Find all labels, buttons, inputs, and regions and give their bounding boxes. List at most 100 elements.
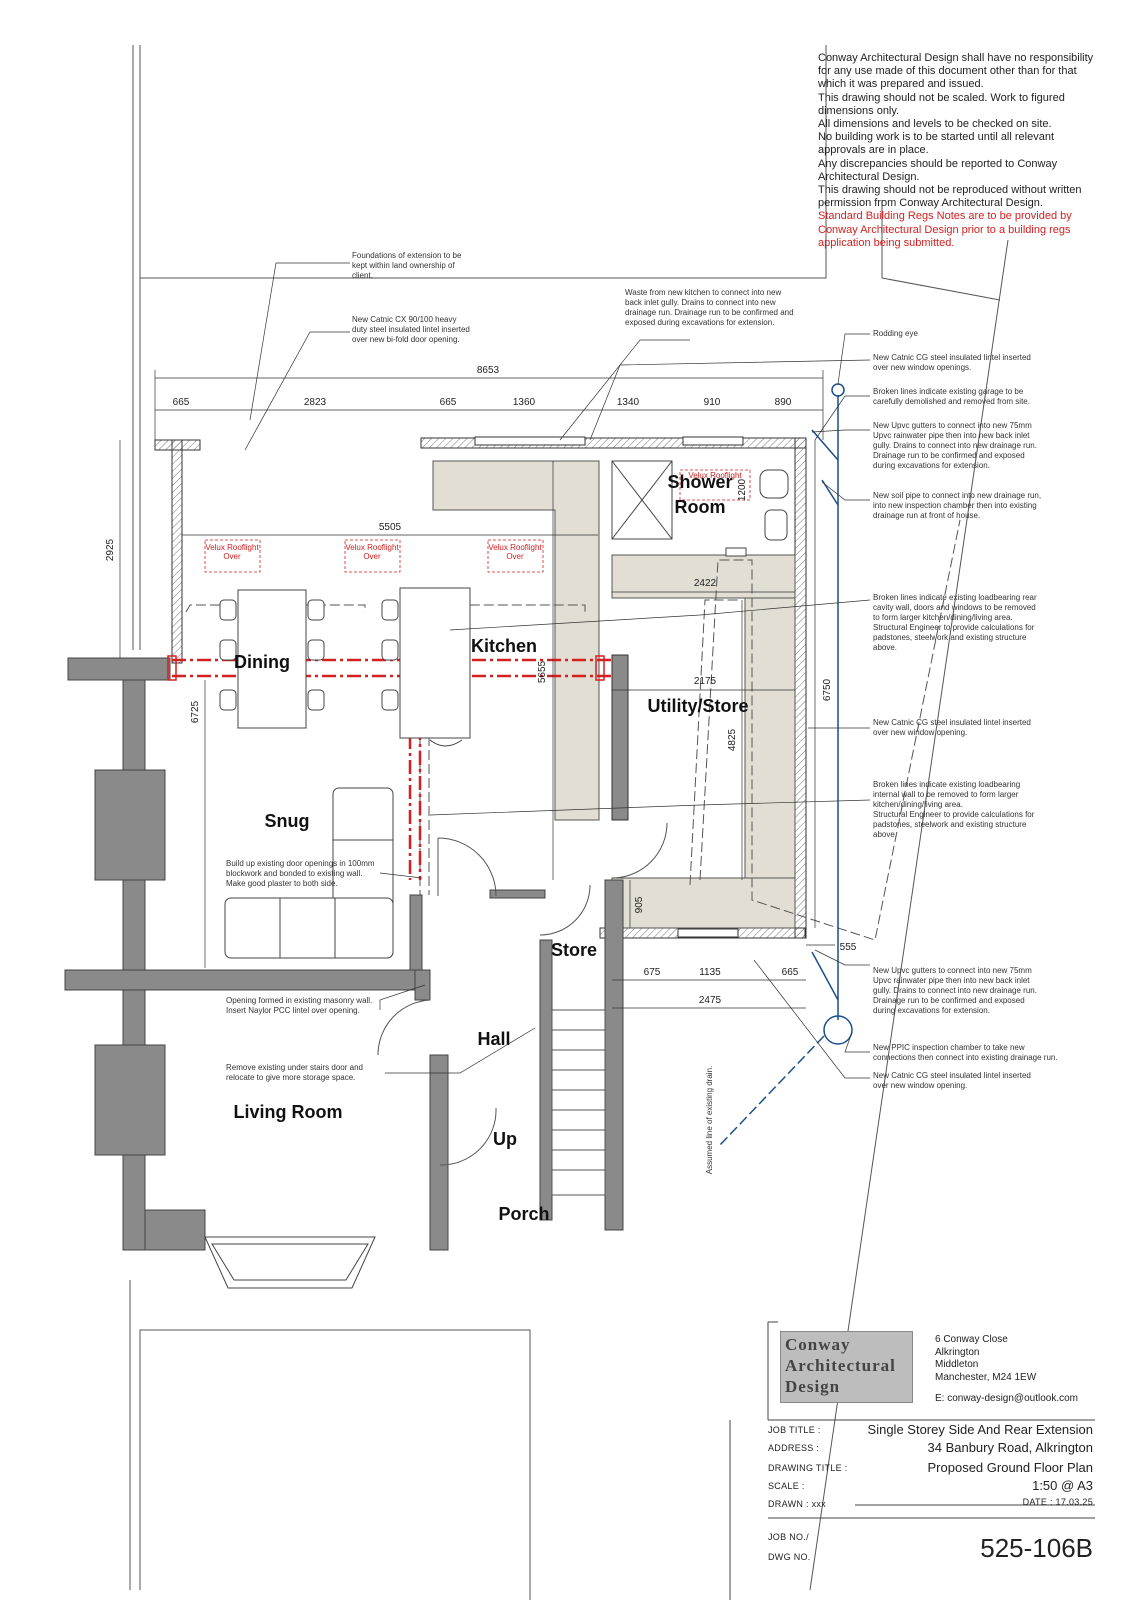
room-label-hall: Hall bbox=[477, 1029, 510, 1049]
job-no-label: JOB NO./ bbox=[768, 1532, 809, 1542]
annotation-catnic-cg1: New Catnic CG steel insulated lintel ins… bbox=[873, 353, 1031, 372]
disclaimer-line: This drawing should not be reproduced wi… bbox=[818, 184, 1082, 210]
room-labels: Dining Kitchen Shower Room Utility/Store… bbox=[234, 472, 749, 1224]
existing-house-walls bbox=[64, 657, 624, 1251]
annotation-line: over new bi-fold door opening. bbox=[352, 335, 460, 344]
annotation-line: drainage run at front of house. bbox=[873, 511, 980, 520]
dim-2475: 2475 bbox=[699, 995, 722, 1006]
annotation-line: relocate to give more storage space. bbox=[226, 1073, 355, 1082]
company-email: E: conway-design@outlook.com bbox=[935, 1393, 1078, 1404]
annotation-rodding: Rodding eye bbox=[873, 329, 918, 338]
annotation-line: duty steel insulated lintel inserted bbox=[352, 325, 470, 334]
dwg-no-label: DWG NO. bbox=[768, 1552, 811, 1562]
annotation-leaders bbox=[244, 262, 871, 1079]
disclaimer-line: Conway Architectural Design shall have n… bbox=[818, 52, 1094, 91]
annotation-under-stairs: Remove existing under stairs door and re… bbox=[226, 1063, 363, 1082]
annotation-line: Foundations of extension to be bbox=[352, 251, 462, 260]
annotation-line: New Catnic CG steel insulated lintel ins… bbox=[873, 718, 1031, 727]
annotation-catnic-cx: New Catnic CX 90/100 heavy duty steel in… bbox=[352, 315, 470, 344]
annotation-line: New PPIC inspection chamber to take new bbox=[873, 1043, 1025, 1052]
drawing-number: 525-106B bbox=[980, 1533, 1093, 1563]
job-title-label: JOB TITLE : bbox=[768, 1425, 821, 1435]
beam-end-left bbox=[167, 655, 177, 681]
annotation-line: padstones, steelwork and existing struct… bbox=[873, 633, 1027, 642]
velux-label: Over bbox=[363, 552, 381, 561]
annotation-line: Drainage run to be confirmed and exposed bbox=[873, 451, 1025, 460]
annotation-line: Broken lines indicate existing garage to… bbox=[873, 387, 1024, 396]
dim-overall: 8653 bbox=[477, 365, 500, 376]
annotation-line: Opening formed in existing masonry wall. bbox=[226, 996, 372, 1005]
annotation-line: New Catnic CG steel insulated lintel ins… bbox=[873, 353, 1031, 362]
dim-910: 910 bbox=[704, 397, 721, 408]
room-label-porch: Porch bbox=[498, 1204, 549, 1224]
annotation-line: New Upvc gutters to connect into new 75m… bbox=[873, 966, 1032, 975]
door-swings bbox=[377, 822, 668, 1166]
logo-line: Architectural bbox=[785, 1356, 896, 1375]
annotation-catnic-cg3: New Catnic CG steel insulated lintel ins… bbox=[873, 1071, 1031, 1090]
annotation-line: above. bbox=[873, 643, 897, 652]
title-block-lines bbox=[729, 1321, 1095, 1600]
annotation-line: New Catnic CX 90/100 heavy bbox=[352, 315, 457, 324]
dim-2925: 2925 bbox=[105, 538, 116, 561]
annotation-line: kept within land ownership of bbox=[352, 261, 456, 270]
annotation-opening: Opening formed in existing masonry wall.… bbox=[226, 996, 372, 1015]
velux-labels: Velux Rooflight Over Velux Rooflight Ove… bbox=[205, 471, 742, 561]
annotation-ppic: New PPIC inspection chamber to take new … bbox=[873, 1043, 1058, 1062]
dim-2422: 2422 bbox=[694, 578, 717, 589]
annotation-line: New Catnic CG steel insulated lintel ins… bbox=[873, 1071, 1031, 1080]
snug-sofa bbox=[224, 787, 394, 959]
disclaimer-notes: Conway Architectural Design shall have n… bbox=[818, 52, 1098, 250]
annotation-line: Remove existing under stairs door and bbox=[226, 1063, 363, 1072]
dim-2823: 2823 bbox=[304, 397, 327, 408]
scale-label: SCALE : bbox=[768, 1481, 805, 1491]
annotation-line: Broken lines indicate existing loadbeari… bbox=[873, 593, 1037, 602]
drainage-runs bbox=[719, 383, 853, 1146]
dim-665: 665 bbox=[782, 967, 799, 978]
velux-rooflights bbox=[204, 469, 751, 573]
dim-905: 905 bbox=[634, 896, 645, 913]
annotation-line: Broken lines indicate existing loadbeari… bbox=[873, 780, 1020, 789]
annotation-line: Waste from new kitchen to connect into n… bbox=[625, 288, 781, 297]
dim-6750: 6750 bbox=[822, 678, 833, 701]
rear-windows bbox=[474, 436, 744, 938]
disclaimer-line: Any discrepancies should be reported to … bbox=[818, 157, 1058, 183]
annotation-line: client. bbox=[352, 271, 373, 280]
annotation-line: Upvc rainwater pipe then into new back i… bbox=[873, 431, 1030, 440]
disclaimer-line: No building work is to be started until … bbox=[818, 131, 1055, 157]
annotation-drain: Assumed line of existing drain. bbox=[705, 1066, 714, 1175]
velux-label: Velux Rooflight bbox=[205, 543, 259, 552]
annotation-line: Insert Naylor PCC lintel over opening. bbox=[226, 1006, 360, 1015]
scale-value: 1:50 @ A3 bbox=[1032, 1478, 1093, 1493]
dim-4825: 4825 bbox=[727, 728, 738, 751]
room-label-kitchen: Kitchen bbox=[471, 636, 537, 656]
room-label-snug: Snug bbox=[265, 811, 310, 831]
dim-6725: 6725 bbox=[190, 700, 201, 723]
disclaimer-red-note: Standard Building Regs Notes are to be p… bbox=[818, 210, 1072, 249]
drawn-label: DRAWN : xxx bbox=[768, 1499, 826, 1509]
dim-1135: 1135 bbox=[699, 967, 721, 978]
disclaimer-line: This drawing should not be scaled. Work … bbox=[818, 91, 1065, 117]
annotation-line: blockwork and bonded to existing wall. bbox=[226, 869, 363, 878]
drawing-title-value: Proposed Ground Floor Plan bbox=[927, 1460, 1093, 1475]
job-title-value: Single Storey Side And Rear Extension bbox=[867, 1422, 1093, 1437]
company-address: 6 Conway Close Alkrington Middleton Manc… bbox=[935, 1334, 1078, 1406]
dim-5505: 5505 bbox=[379, 522, 402, 533]
staircase bbox=[551, 1009, 606, 1196]
dim-890: 890 bbox=[775, 397, 792, 408]
room-label-store: Store bbox=[551, 940, 597, 960]
annotation-line: internal wall to be removed to form larg… bbox=[873, 790, 1019, 799]
logo-line: Design bbox=[785, 1377, 841, 1396]
dim-1200: 1200 bbox=[737, 478, 748, 501]
address-line: Manchester, M24 1EW bbox=[935, 1371, 1037, 1383]
annotation-line: padstones, steelwork and existing struct… bbox=[873, 820, 1027, 829]
annotation-line: Make good plaster to both side. bbox=[226, 879, 338, 888]
annotation-line: kitchen/dining/living area. bbox=[873, 800, 963, 809]
annotation-line: Structural Engineer to provide calculati… bbox=[873, 623, 1035, 632]
address-line: Middleton bbox=[935, 1359, 979, 1370]
annotation-foundations: Foundations of extension to be kept with… bbox=[352, 251, 462, 280]
shower-room-fittings bbox=[611, 460, 789, 557]
room-label-shower-room: Room bbox=[675, 497, 726, 517]
annotation-line: Rodding eye bbox=[873, 329, 918, 338]
bay-window bbox=[204, 1236, 376, 1289]
